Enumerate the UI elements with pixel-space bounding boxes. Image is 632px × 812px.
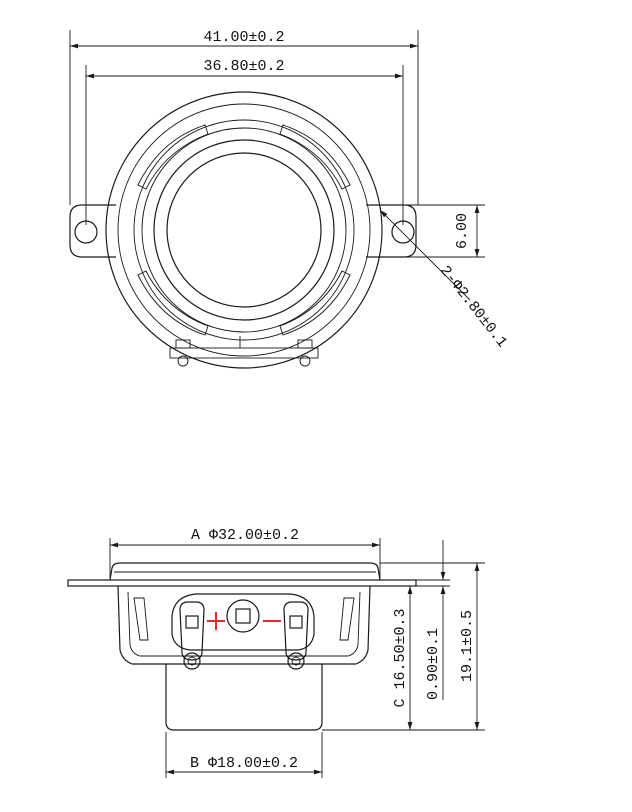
mount-width-label: 36.80±0.2 [203, 58, 284, 75]
mounting-flange [69, 204, 417, 258]
plus-polarity-mark [207, 612, 225, 630]
hole-leader [379, 209, 471, 301]
side-slot [133, 597, 149, 641]
dim-c-label: C 16.50±0.3 [392, 608, 409, 707]
frame-ring [133, 119, 355, 341]
side-view: A Φ32.00±0.2 B Φ18.00±0.2 C 16.50±0.3 0.… [67, 527, 485, 778]
terminal-bracket-top [169, 336, 319, 367]
flange-label: 0.90±0.1 [425, 628, 442, 700]
center-rivet-square [235, 608, 251, 624]
outer-width-label: 41.00±0.2 [203, 29, 284, 46]
terminal-plate [171, 593, 315, 651]
side-flange [67, 579, 417, 587]
dim-a-label: A Φ32.00±0.2 [191, 527, 299, 544]
top-view: 41.00±0.2 36.80±0.2 6.00 2-Φ2.80±0.1 [69, 29, 510, 369]
side-frame-inner [127, 591, 361, 657]
center-rivet [226, 599, 260, 633]
terminal-tabs [179, 601, 309, 670]
side-slot [339, 597, 355, 641]
rim-ring [117, 103, 371, 357]
frame-inner-ring [141, 127, 347, 333]
side-rim [109, 562, 381, 581]
hole-label: 2-Φ2.80±0.1 [436, 263, 510, 352]
cone-dome [166, 152, 322, 308]
total-height-label: 19.1±0.5 [459, 610, 476, 682]
frame-slots [137, 124, 351, 336]
magnet-body [165, 664, 323, 731]
height-label: 6.00 [454, 213, 471, 249]
outer-rim [105, 91, 383, 369]
dim-b-label: B Φ18.00±0.2 [190, 755, 298, 772]
surround-ring [153, 139, 335, 321]
side-frame [117, 585, 371, 665]
